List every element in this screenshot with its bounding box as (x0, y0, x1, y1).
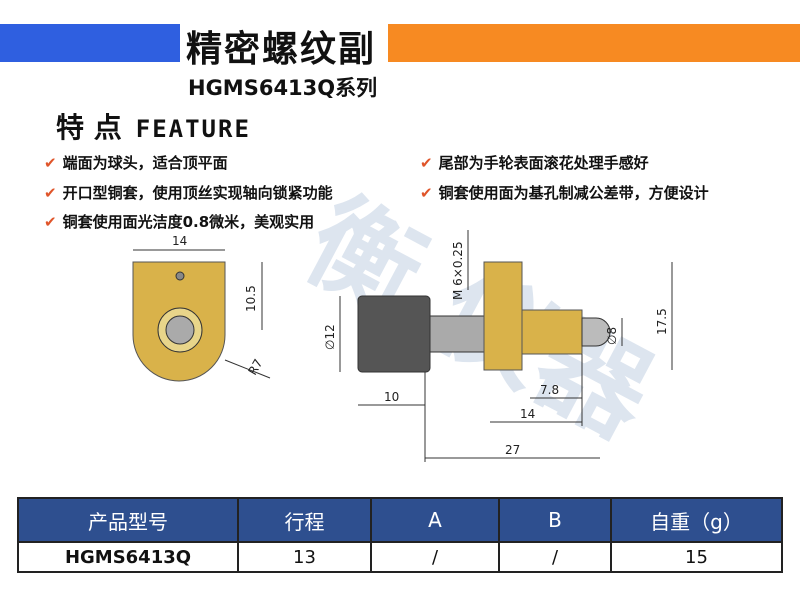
dim-width: 14 (172, 234, 187, 248)
ball-tip (581, 317, 611, 347)
dim-tip-dia: ∅8 (605, 327, 619, 345)
feature-item: ✔铜套使用面光洁度0.8微米，美观实用 (44, 213, 315, 231)
series-subtitle: HGMS6413Q系列 (188, 76, 378, 100)
dim-7-8: 7.8 (540, 383, 559, 397)
cell-stroke: 13 (237, 541, 372, 573)
cell-b: / (498, 541, 612, 573)
col-header-weight: 自重（g） (610, 497, 783, 543)
knurled-knob (357, 295, 431, 373)
title-bar-blue (0, 24, 180, 62)
dim-thread: M 6×0.25 (451, 241, 465, 300)
ball-end (165, 315, 195, 345)
check-icon: ✔ (420, 184, 433, 202)
page-title: 精密螺纹副 (186, 29, 377, 70)
table-row: HGMS6413Q 13 / / 15 (17, 541, 783, 573)
table-header-row: 产品型号 行程 A B 自重（g） (17, 497, 783, 543)
shaft (429, 315, 491, 353)
check-icon: ✔ (44, 184, 57, 202)
dim-14: 14 (520, 407, 535, 421)
spec-table: 产品型号 行程 A B 自重（g） HGMS6413Q 13 / / 15 (17, 497, 783, 573)
check-icon: ✔ (44, 213, 57, 231)
feature-item: ✔开口型铜套，使用顶丝实现轴向锁紧功能 (44, 184, 333, 202)
dim-knob-dia: ∅12 (323, 324, 337, 350)
feature-item: ✔端面为球头，适合顶平面 (44, 154, 228, 172)
col-header-model: 产品型号 (17, 497, 239, 543)
cell-weight: 15 (610, 541, 783, 573)
col-header-b: B (498, 497, 612, 543)
set-screw-hole (175, 271, 185, 281)
dim-radius: R7 (245, 357, 265, 378)
technical-drawing: 14 10.5 R7 M 6×0.25 ∅12 ∅8 17.5 7.8 10 1… (132, 230, 673, 462)
feature-item: ✔铜套使用面为基孔制减公差带，方便设计 (420, 184, 709, 202)
brass-sleeve (483, 261, 523, 371)
title-bar-orange (388, 24, 800, 62)
dim-height: 10.5 (244, 285, 258, 312)
col-header-stroke: 行程 (237, 497, 372, 543)
dim-10: 10 (384, 390, 399, 404)
col-header-a: A (370, 497, 500, 543)
cell-a: / (370, 541, 500, 573)
check-icon: ✔ (44, 154, 57, 172)
check-icon: ✔ (420, 154, 433, 172)
feature-item: ✔尾部为手轮表面滚花处理手感好 (420, 154, 649, 172)
cell-model: HGMS6413Q (17, 541, 239, 573)
dim-27: 27 (505, 443, 520, 457)
dim-total-height: 17.5 (655, 308, 669, 335)
